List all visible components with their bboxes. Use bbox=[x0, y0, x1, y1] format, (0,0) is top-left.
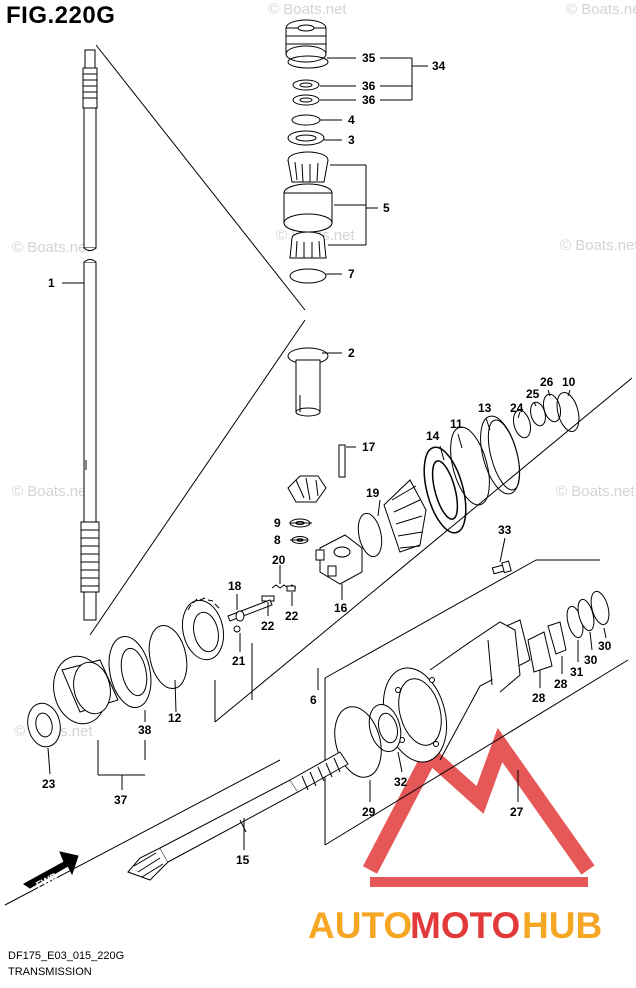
part-11-thrust-washer bbox=[450, 426, 490, 506]
callout-18: 18 bbox=[228, 579, 242, 593]
part-28-needle-bearing bbox=[527, 621, 567, 673]
watermark-text: © Boats.net bbox=[556, 483, 635, 500]
callout-12: 12 bbox=[168, 711, 182, 725]
callout-37: 37 bbox=[114, 793, 128, 807]
group-frame-lines bbox=[4, 44, 633, 906]
callout-36-lower: 36 bbox=[362, 93, 376, 107]
callout-7: 7 bbox=[348, 267, 355, 281]
part-4-shim bbox=[291, 114, 321, 126]
callout-13: 13 bbox=[478, 401, 492, 415]
part-29-o-ring bbox=[334, 706, 382, 778]
part-18-shaft-pin bbox=[227, 599, 273, 622]
callout-28-upper: 28 bbox=[554, 677, 568, 691]
callout-21: 21 bbox=[232, 654, 246, 668]
pinion-gear bbox=[287, 475, 327, 503]
part-10-washer bbox=[556, 392, 580, 432]
part-3-bearing-race bbox=[287, 130, 325, 146]
part-26-shim bbox=[542, 393, 562, 423]
callout-26: 26 bbox=[540, 375, 554, 389]
brand-hub-text: HUB bbox=[522, 905, 602, 946]
brand-moto-text: MOTO bbox=[410, 905, 520, 946]
callout-16: 16 bbox=[334, 601, 348, 615]
part-32-bearing bbox=[368, 703, 402, 753]
callout-28-lower: 28 bbox=[532, 691, 546, 705]
callout-labels: 1 35 34 36 36 4 3 5 7 2 17 19 9 8 20 18 … bbox=[42, 51, 612, 867]
part-22-pin bbox=[261, 585, 296, 602]
callout-22-left: 22 bbox=[261, 619, 275, 633]
part-19-bevel-gear bbox=[357, 479, 427, 558]
callout-31: 31 bbox=[570, 665, 584, 679]
watermark-text: © Boats.net bbox=[268, 1, 347, 18]
callout-1: 1 bbox=[48, 276, 55, 290]
part-23-sleeve bbox=[27, 702, 61, 748]
callout-25: 25 bbox=[526, 387, 540, 401]
brand-logo: AUTO MOTO HUB bbox=[308, 727, 602, 946]
callout-17: 17 bbox=[362, 440, 376, 454]
watermarks: © Boats.net © Boats.net © Boats.net © Bo… bbox=[12, 1, 636, 740]
callout-3: 3 bbox=[348, 133, 355, 147]
part-25-shim bbox=[530, 401, 546, 427]
figure-title: FIG.220G bbox=[6, 2, 116, 29]
part-13-thrust-washer bbox=[480, 415, 521, 495]
part-34-oil-seal-housing bbox=[285, 19, 327, 63]
callout-5: 5 bbox=[383, 201, 390, 215]
callout-27: 27 bbox=[510, 805, 524, 819]
callout-30-right: 30 bbox=[598, 639, 612, 653]
callout-36-upper: 36 bbox=[362, 79, 376, 93]
part-14-thrust-bearing bbox=[423, 446, 467, 534]
callout-24: 24 bbox=[510, 401, 524, 415]
callout-11: 11 bbox=[450, 417, 463, 431]
callout-38: 38 bbox=[138, 723, 152, 737]
callout-23: 23 bbox=[42, 777, 56, 791]
part-5-tapered-bearing bbox=[283, 151, 333, 259]
leader-lines bbox=[47, 57, 607, 850]
fwd-direction-arrow: FWD bbox=[23, 851, 79, 892]
callout-34: 34 bbox=[432, 59, 446, 73]
callout-19: 19 bbox=[366, 486, 380, 500]
part-30-oil-seal bbox=[577, 590, 610, 632]
callout-35: 35 bbox=[362, 51, 376, 65]
fwd-label: FWD bbox=[34, 871, 59, 891]
part-36-oil-seal bbox=[292, 79, 320, 106]
callout-9: 9 bbox=[274, 516, 281, 530]
callout-2: 2 bbox=[348, 346, 355, 360]
reverse-bevel-gear bbox=[181, 597, 225, 661]
callout-33: 33 bbox=[498, 523, 512, 537]
diagram-code: DF175_E03_015_220G bbox=[8, 950, 125, 962]
part-33-bolt bbox=[491, 560, 512, 575]
part-2-sleeve bbox=[287, 347, 329, 417]
part-20-spring bbox=[271, 584, 297, 589]
watermark-text: © Boats.net bbox=[12, 483, 91, 500]
part-15-propeller-shaft bbox=[127, 751, 349, 881]
part-37-bearing-housing bbox=[53, 655, 119, 725]
callout-10: 10 bbox=[562, 375, 576, 389]
callout-20: 20 bbox=[272, 553, 286, 567]
part-1-drive-shaft bbox=[80, 49, 100, 621]
brand-logo-emblem bbox=[362, 727, 595, 887]
callout-30-left: 30 bbox=[584, 653, 598, 667]
callout-14: 14 bbox=[426, 429, 440, 443]
part-35-o-ring bbox=[287, 55, 329, 69]
part-24-shim bbox=[512, 409, 532, 439]
callout-32: 32 bbox=[394, 775, 408, 789]
part-17-pin bbox=[338, 444, 346, 478]
callout-8: 8 bbox=[274, 533, 281, 547]
callout-4: 4 bbox=[348, 113, 355, 127]
brand-auto-text: AUTO bbox=[308, 905, 412, 946]
part-12-ring bbox=[148, 624, 188, 690]
part-16-clutch-dog bbox=[315, 534, 363, 585]
watermark-text: © Boats.net bbox=[12, 239, 91, 256]
part-7-ring bbox=[289, 268, 327, 284]
watermark-text: © Boats.net bbox=[560, 237, 636, 254]
callout-22-right: 22 bbox=[285, 609, 299, 623]
callout-15: 15 bbox=[236, 853, 250, 867]
callout-29: 29 bbox=[362, 805, 376, 819]
watermark-text: © Boats.net bbox=[566, 1, 636, 18]
diagram-name: TRANSMISSION bbox=[8, 966, 92, 978]
part-21-ball bbox=[233, 625, 241, 633]
part-38-bearing bbox=[108, 636, 152, 708]
callout-6: 6 bbox=[310, 693, 317, 707]
